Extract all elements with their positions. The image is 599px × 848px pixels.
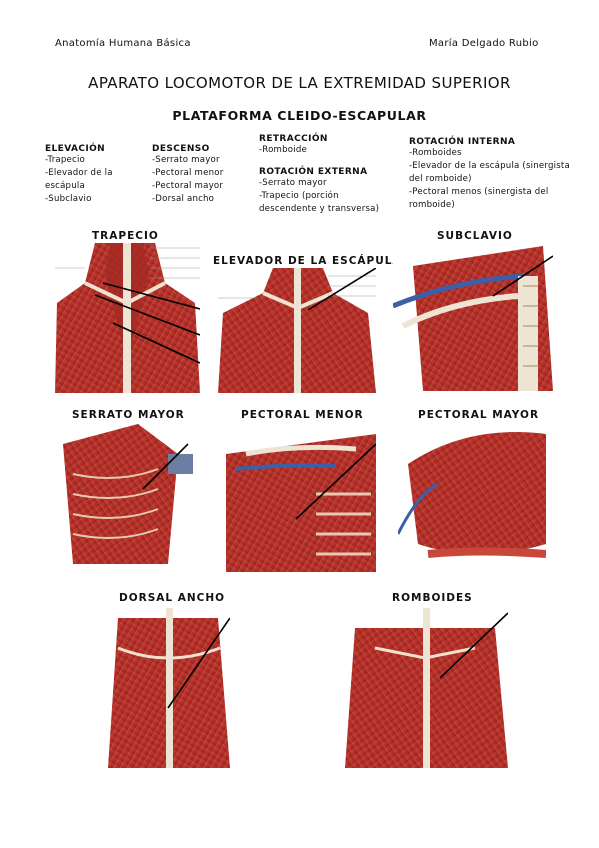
list-item: descendente y transversa) (259, 204, 380, 214)
subclavio-illustration (393, 246, 553, 391)
label-serrato: SERRATO MAYOR (72, 409, 185, 421)
trapecio-illustration (55, 243, 200, 393)
label-pectoral-mayor: PECTORAL MAYOR (418, 409, 540, 421)
label-romboides: ROMBOIDES (392, 592, 473, 604)
list-item: -Elevador de la escápula (sinergista (409, 161, 570, 171)
pectoral-menor-illustration (226, 424, 376, 572)
list-item: -Pectoral menor (152, 168, 224, 178)
label-elevador: ELEVADOR DE LA ESCÁPULA (213, 255, 402, 267)
rotacion-interna-heading: ROTACIÓN INTERNA (409, 137, 516, 147)
list-item: -Pectoral menos (sinergista del (409, 187, 549, 197)
col-rotacion-interna: ROTACIÓN INTERNA -Romboides -Elevador de… (409, 137, 570, 212)
list-item: -Serrato mayor (152, 155, 220, 165)
col-retraccion: RETRACCIÓN -Romboide (259, 134, 328, 157)
list-item: -Trapecio (porción (259, 191, 339, 201)
header-course: Anatomía Humana Básica (55, 38, 191, 49)
header-author: María Delgado Rubio (429, 38, 539, 49)
list-item: -Trapecio (45, 155, 86, 165)
col-descenso: DESCENSO -Serrato mayor -Pectoral menor … (152, 144, 223, 206)
list-item: -Romboide (259, 145, 307, 155)
list-item: -Dorsal ancho (152, 194, 215, 204)
page-subtitle: PLATAFORMA CLEIDO-ESCAPULAR (172, 108, 427, 123)
col-rotacion-externa: ROTACIÓN EXTERNA -Serrato mayor -Trapeci… (259, 167, 379, 216)
list-item: -Elevador de la (45, 168, 113, 178)
list-item: del romboide) (409, 174, 472, 184)
serrato-illustration (58, 424, 193, 569)
elevacion-heading: ELEVACIÓN (45, 144, 106, 154)
col-elevacion: ELEVACIÓN -Trapecio -Elevador de la escá… (45, 144, 113, 206)
list-item: -Romboides (409, 148, 462, 158)
dorsal-illustration (108, 608, 230, 768)
list-item: -Subclavio (45, 194, 92, 204)
list-item: -Pectoral mayor (152, 181, 224, 191)
retraccion-heading: RETRACCIÓN (259, 134, 328, 144)
romboides-illustration (345, 608, 508, 768)
label-subclavio: SUBCLAVIO (437, 230, 513, 242)
descenso-heading: DESCENSO (152, 144, 210, 154)
rotacion-externa-heading: ROTACIÓN EXTERNA (259, 167, 368, 177)
elevador-illustration (218, 268, 376, 393)
list-item: escápula (45, 181, 85, 191)
label-pectoral-menor: PECTORAL MENOR (241, 409, 364, 421)
label-dorsal: DORSAL ANCHO (119, 592, 226, 604)
list-item: romboide) (409, 200, 455, 210)
pectoral-mayor-illustration (398, 424, 546, 564)
page-title: APARATO LOCOMOTOR DE LA EXTREMIDAD SUPER… (88, 74, 511, 92)
label-trapecio: TRAPECIO (92, 230, 159, 242)
list-item: -Serrato mayor (259, 178, 327, 188)
